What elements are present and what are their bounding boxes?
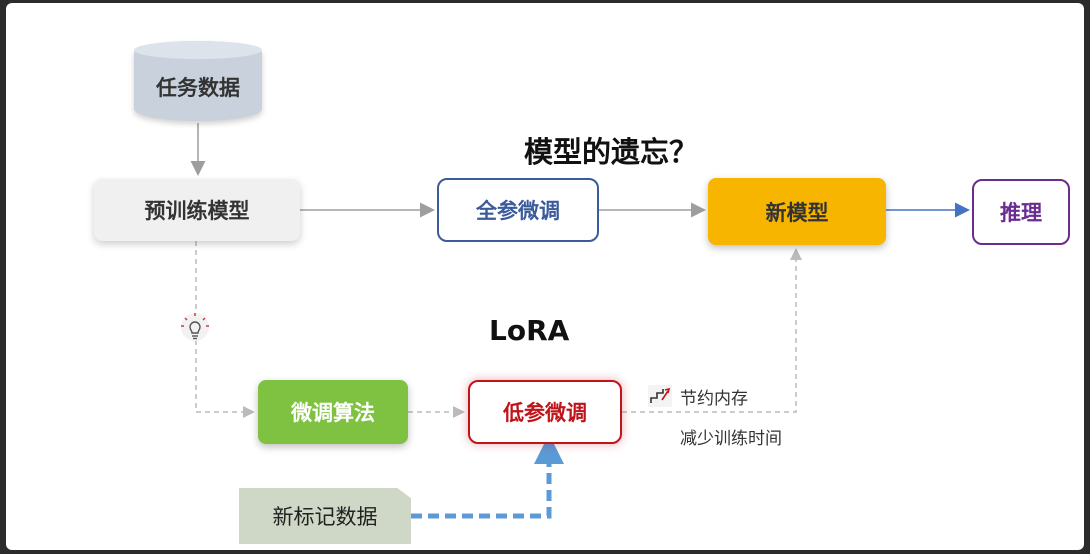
task-data-node: 任务数据	[134, 41, 262, 121]
lightbulb-icon	[181, 313, 209, 341]
new-labeled-data-node: 新标记数据	[239, 488, 411, 544]
task-data-label: 任务数据	[156, 76, 240, 100]
steps-icon	[648, 385, 672, 407]
finetune-algorithm-label: 微调算法	[291, 401, 375, 425]
diagram-canvas: 任务数据 预训练模型 全参微调 新模型 推理 微调算法 低参微调 新标记数据 模…	[6, 3, 1084, 550]
full-finetune-node: 全参微调	[437, 178, 599, 242]
arrow-pretrain-to-algo	[195, 241, 255, 418]
reduce-training-time-note: 减少训练时间	[680, 429, 782, 449]
low-param-finetune-label: 低参微调	[503, 401, 587, 425]
finetune-algorithm-node: 微调算法	[258, 380, 408, 444]
lora-label: LoRA	[489, 314, 570, 347]
connectors	[190, 123, 970, 519]
inference-node: 推理	[972, 179, 1070, 245]
new-model-label: 新模型	[765, 200, 829, 225]
pretrained-model-node: 预训练模型	[94, 179, 300, 241]
arrow-lowft-to-newmodel	[622, 248, 802, 413]
pretrained-model-label: 预训练模型	[144, 199, 250, 223]
inference-label: 推理	[1000, 201, 1042, 225]
low-param-finetune-node: 低参微调	[468, 380, 622, 444]
full-finetune-label: 全参微调	[476, 199, 560, 223]
new-labeled-data-label: 新标记数据	[272, 505, 378, 529]
new-model-node: 新模型	[708, 178, 886, 245]
forgetting-question-title: 模型的遗忘？	[524, 135, 699, 169]
save-memory-note: 节约内存	[680, 389, 748, 409]
arrow-newdata-to-lowft	[411, 434, 564, 519]
